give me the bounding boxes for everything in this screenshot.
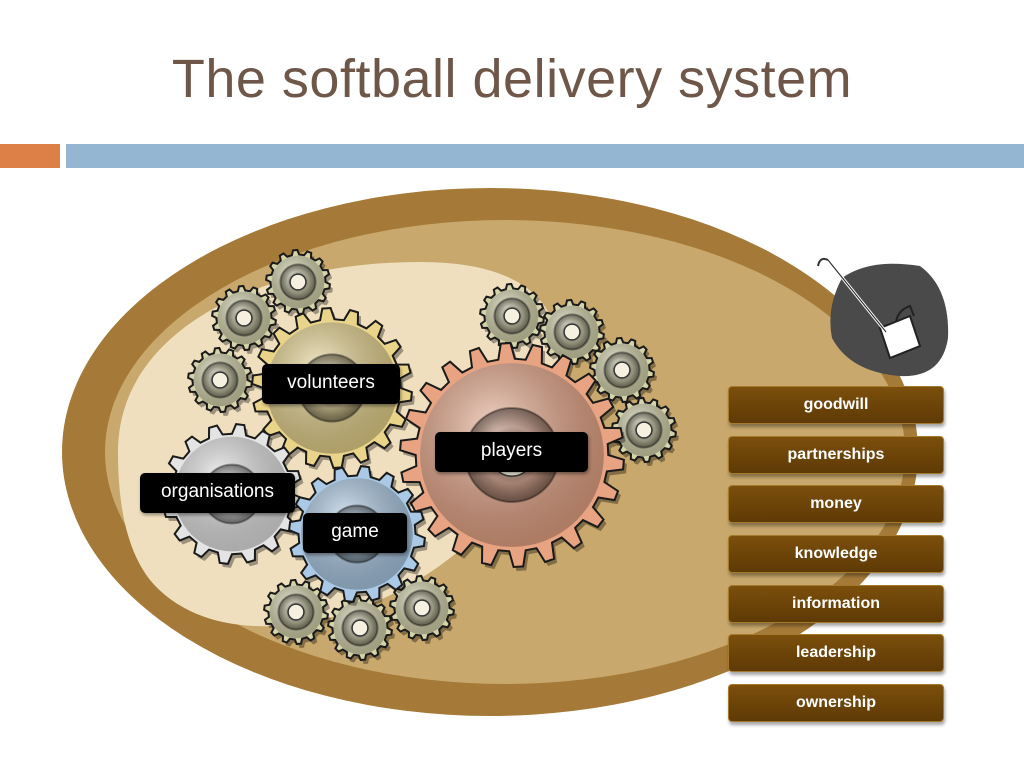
small-gear-8 <box>263 578 331 648</box>
small-gear-5 <box>539 298 607 368</box>
small-gear-9 <box>327 594 395 664</box>
resource-goodwill: goodwill <box>728 386 944 424</box>
resource-ownership: ownership <box>728 684 944 723</box>
resource-partnerships: partnerships <box>728 435 944 474</box>
accent-bar-orange <box>0 144 60 168</box>
gear-label-players: players <box>435 432 588 472</box>
resource-leadership: leadership <box>728 634 944 673</box>
gear-label-volunteers: volunteers <box>262 364 400 404</box>
small-gear-6 <box>589 336 657 406</box>
small-gear-4 <box>479 282 547 352</box>
oil-can-icon <box>817 257 949 377</box>
resource-information: information <box>728 584 944 623</box>
accent-bar-blue <box>66 144 1024 168</box>
small-gear-10 <box>389 574 457 644</box>
page-title: The softball delivery system <box>171 49 853 109</box>
gear-label-organisations: organisations <box>140 473 295 513</box>
small-gear-3 <box>187 346 255 416</box>
small-gear-7 <box>611 396 679 466</box>
resource-knowledge: knowledge <box>728 535 944 574</box>
small-gears-group <box>187 248 679 664</box>
resource-list: goodwill partnerships money knowledge in… <box>728 386 944 734</box>
small-gear-2 <box>211 284 279 354</box>
small-gear-1 <box>265 248 333 318</box>
resource-money: money <box>728 485 944 524</box>
gear-label-game: game <box>303 513 407 553</box>
